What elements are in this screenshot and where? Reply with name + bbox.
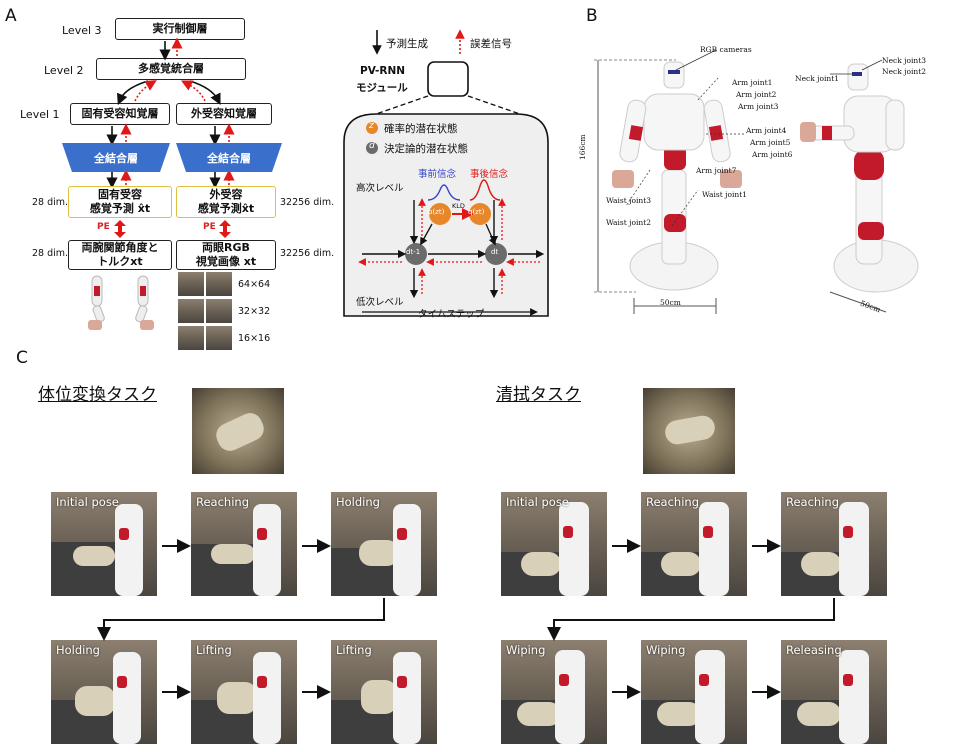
task2-frame-3: Reaching: [781, 492, 887, 596]
timestep-label: タイムステップ: [418, 309, 485, 320]
proprio-prediction-l1: 固有受容: [98, 188, 142, 202]
extero-target-l1: 両眼RGB: [202, 241, 250, 255]
extero-prediction-box: 外受容 感覚予測x̂t: [176, 186, 276, 218]
task1-frame-1-label: Initial pose: [56, 495, 119, 509]
d-prev-label: dt-1: [406, 248, 421, 256]
task1-frame-3-label: Holding: [336, 495, 380, 509]
label-rgb-cameras: RGB cameras: [700, 45, 752, 54]
task2-frame-5-label: Wiping: [646, 643, 686, 657]
width-front-label: 50cm: [660, 298, 681, 307]
label-arm-joint1: Arm joint1: [732, 78, 773, 87]
size-16: 16×16: [238, 333, 271, 344]
proprio-prediction-box: 固有受容 感覚予測 x̂t: [68, 186, 172, 218]
task1-frame-5-label: Lifting: [196, 643, 232, 657]
task2-frame-3-label: Reaching: [786, 495, 839, 509]
task1-title: 体位変換タスク: [38, 385, 157, 405]
level3-box: 実行制御層: [115, 18, 245, 40]
label-arm-joint3: Arm joint3: [738, 102, 779, 111]
task2-title: 清拭タスク: [496, 385, 581, 405]
prior-label: 事前信念: [418, 169, 457, 180]
extero-target-box: 両眼RGB 視覚画像 xt: [176, 240, 276, 270]
task2-frame-4-label: Wiping: [506, 643, 546, 657]
pz-label: p(zt): [428, 208, 445, 216]
task1-frame-4: Holding: [51, 640, 157, 744]
label-arm-joint7: Arm joint7: [696, 166, 737, 175]
proprio-target-box: 両腕関節角度と トルクxt: [68, 240, 172, 270]
robot-illustration: [594, 49, 919, 314]
task1-frame-6: Lifting: [331, 640, 437, 744]
proprio-target-l2: トルクxt: [97, 255, 143, 268]
high-level-label: 高次レベル: [356, 183, 404, 194]
task1-frame-6-label: Lifting: [336, 643, 372, 657]
panel-b-letter: B: [586, 6, 598, 26]
qz-label: q(zt): [468, 208, 485, 216]
pe-right: PE: [203, 222, 216, 232]
task1-frame-2: Reaching: [191, 492, 297, 596]
legend-prediction: 予測生成: [386, 38, 428, 50]
label-arm-joint6: Arm joint6: [752, 150, 793, 159]
dim-28-pred: 28 dim.: [32, 197, 69, 208]
legend-error: 誤差信号: [470, 38, 512, 50]
task1-frame-1: Initial pose: [51, 492, 157, 596]
pe-left: PE: [97, 222, 110, 232]
d-legend: 決定論的潜在状態: [384, 143, 468, 155]
task2-frame-2-label: Reaching: [646, 495, 699, 509]
label-arm-joint5: Arm joint5: [750, 138, 791, 147]
task2-frame-1: Initial pose: [501, 492, 607, 596]
task1-frame-4-label: Holding: [56, 643, 100, 657]
pvrnn-title: PV-RNN: [360, 65, 406, 77]
dim-32256-target: 32256 dim.: [280, 248, 335, 259]
pvrnn-subtitle: モジュール: [356, 82, 408, 94]
label-neck-joint1: Neck joint1: [795, 74, 839, 83]
task1-topview-image: [192, 388, 284, 474]
task2-topview-image: [643, 388, 735, 474]
level3-label: Level 3: [62, 24, 102, 37]
pvrnn-module-diagram: [343, 29, 549, 317]
proprio-target-l1: 両腕関節角度と: [81, 241, 159, 255]
label-arm-joint4: Arm joint4: [746, 126, 787, 135]
level1-label: Level 1: [20, 108, 60, 121]
extero-prediction-l2: 感覚予測x̂t: [197, 202, 255, 215]
extero-target-l2: 視覚画像 xt: [195, 255, 257, 268]
fc-layer-left: 全結合層: [94, 152, 138, 165]
z-legend: 確率的潜在状態: [384, 123, 458, 135]
task1-frame-5: Lifting: [191, 640, 297, 744]
level2-label: Level 2: [44, 64, 84, 77]
robot-arms-image: [88, 275, 154, 330]
task2-frame-2: Reaching: [641, 492, 747, 596]
d-curr-label: dt: [491, 248, 499, 256]
task2-frame-5: Wiping: [641, 640, 747, 744]
task1-frame-2-label: Reaching: [196, 495, 249, 509]
proprio-prediction-l2: 感覚予測 x̂t: [89, 202, 151, 215]
panel-a-arrows: [62, 37, 282, 238]
label-waist-joint3: Waist joint3: [606, 196, 652, 205]
kld-label: KLD: [452, 202, 465, 210]
low-level-label: 低次レベル: [356, 297, 404, 308]
extero-prediction-l1: 外受容: [209, 188, 243, 202]
label-neck-joint3: Neck joint3: [882, 56, 926, 65]
task2-frame-1-label: Initial pose: [506, 495, 569, 509]
task2-frame-4: Wiping: [501, 640, 607, 744]
task1-frame-3: Holding: [331, 492, 437, 596]
posterior-label: 事後信念: [470, 169, 509, 180]
label-waist-joint1: Waist joint1: [702, 190, 748, 199]
height-label: 166cm: [578, 134, 587, 160]
label-arm-joint2: Arm joint2: [736, 90, 777, 99]
z-symbol: z: [369, 121, 374, 131]
label-neck-joint2: Neck joint2: [882, 67, 926, 76]
task2-frame-6: Releasing: [781, 640, 887, 744]
task2-frame-6-label: Releasing: [786, 643, 842, 657]
label-waist-joint2: Waist joint2: [606, 218, 652, 227]
fc-layer-right: 全結合層: [207, 152, 251, 165]
dim-28-target: 28 dim.: [32, 248, 69, 259]
panel-a-letter: A: [5, 6, 17, 26]
level2-box: 多感覚統合層: [96, 58, 246, 80]
vision-pyramid: [178, 272, 204, 350]
size-64: 64×64: [238, 279, 271, 290]
size-32: 32×32: [238, 306, 271, 317]
dim-32256-pred: 32256 dim.: [280, 197, 335, 208]
panel-c-letter: C: [16, 348, 28, 368]
d-symbol: d: [369, 141, 375, 151]
